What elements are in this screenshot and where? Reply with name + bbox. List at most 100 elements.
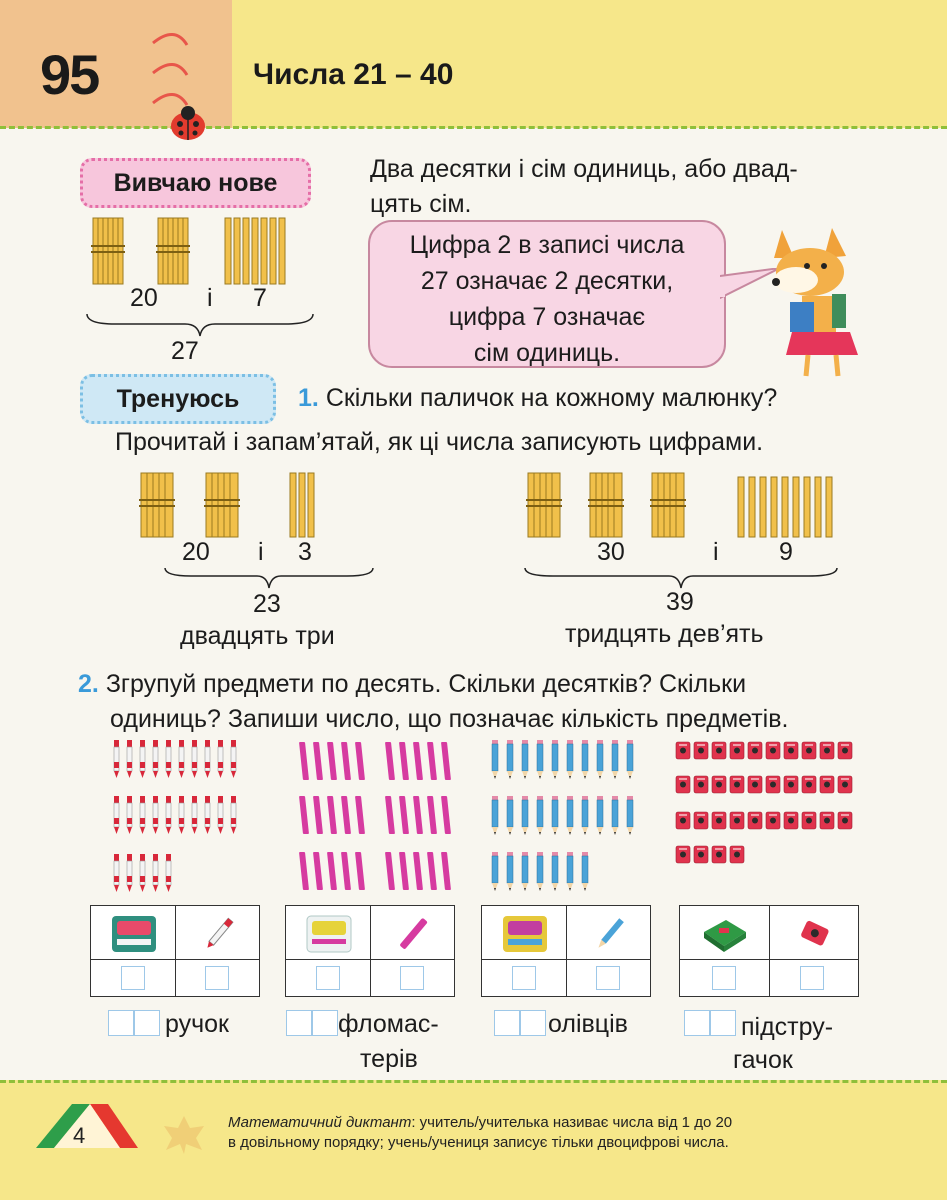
- ten-stick-bundle: [526, 472, 562, 538]
- bubble-tail: [720, 268, 781, 300]
- header-band: [0, 0, 947, 128]
- pencils-row-3: [491, 851, 589, 892]
- fox-mascot-icon: [772, 228, 858, 377]
- tens-answer-box[interactable]: [512, 966, 536, 990]
- markers-tens-input[interactable]: [286, 1010, 312, 1036]
- pens-row-1: [113, 739, 237, 779]
- pens-ones-input[interactable]: [134, 1010, 160, 1036]
- ones-answer-box[interactable]: [800, 966, 824, 990]
- pens-row-2: [113, 795, 237, 835]
- left-words: двадцять три: [180, 622, 335, 650]
- learn-tens-label: 20: [130, 284, 158, 312]
- pack-of-ten-icon: [704, 920, 746, 952]
- pencil-icon: [598, 918, 624, 948]
- single-sticks-3: [289, 472, 315, 538]
- answer-table-sharpeners: [679, 905, 859, 997]
- sharpeners-row-2: [675, 775, 853, 794]
- ones-answer-box[interactable]: [400, 966, 424, 990]
- sharpeners-row-3: [675, 811, 853, 830]
- roof-tab-icon: [36, 1104, 138, 1148]
- sharpeners-tens-input[interactable]: [684, 1010, 710, 1036]
- sharpeners-label-1: підстру-: [741, 1013, 834, 1041]
- footer-band: [0, 1080, 947, 1200]
- markers-row-1: [299, 742, 451, 780]
- answer-table-pens: [90, 905, 260, 997]
- learn-brace: [86, 313, 314, 337]
- footer-note-line2: в довільному порядку; учень/учениця запи…: [228, 1134, 729, 1151]
- ex1-text: Скільки паличок на кожному малюнку?: [325, 384, 778, 412]
- ex2-text1: Згрупуй предмети по десять. Скільки деся…: [105, 670, 747, 698]
- ex2-line2: одиниць? Запиши число, що позначає кільк…: [110, 705, 789, 733]
- ten-stick-bundle: [139, 472, 175, 538]
- ten-stick-bundle: [204, 472, 240, 538]
- pencils-tens-input[interactable]: [494, 1010, 520, 1036]
- sticks-group-39: [526, 472, 833, 538]
- right-brace: [524, 567, 838, 589]
- markers-label-2: терів: [360, 1045, 418, 1073]
- footer-note-italic: Математичний диктант: [228, 1114, 412, 1131]
- learn-total: 27: [171, 337, 199, 365]
- bubble-line1: Цифра 2 в записі числа: [409, 231, 685, 259]
- sharpener-icon: [801, 920, 829, 946]
- ten-stick-bundle: [156, 217, 190, 285]
- right-tens: 30: [597, 538, 625, 566]
- left-tens: 20: [182, 538, 210, 566]
- tens-answer-box[interactable]: [712, 966, 736, 990]
- markers-label-1: фломас-: [338, 1010, 439, 1038]
- right-ones: 9: [779, 538, 793, 566]
- header-stitch: [0, 126, 947, 129]
- footer-note-line1-rest: : учитель/учителька називає числа від 1 …: [411, 1114, 733, 1131]
- tens-answer-box[interactable]: [316, 966, 340, 990]
- single-sticks-7: [224, 217, 286, 285]
- pens-group: [113, 739, 237, 893]
- learn-and-label: і: [207, 284, 213, 312]
- left-ones: 3: [298, 538, 312, 566]
- marker-icon: [400, 918, 428, 949]
- markers-row-2: [299, 796, 451, 834]
- right-and: і: [713, 538, 719, 566]
- ex2-number: 2.: [78, 670, 99, 698]
- markers-ones-input[interactable]: [312, 1010, 338, 1036]
- sharpeners-label-2: гачок: [733, 1046, 793, 1074]
- tens-answer-box[interactable]: [121, 966, 145, 990]
- pens-label: ручок: [165, 1010, 229, 1038]
- pens-row-3: [113, 853, 172, 893]
- ex1-number: 1.: [298, 384, 319, 412]
- ones-answer-box[interactable]: [596, 966, 620, 990]
- learn-ones-label: 7: [253, 284, 267, 312]
- left-brace: [164, 567, 374, 589]
- learn-badge: Вивчаю нове: [80, 158, 311, 208]
- page-number: 4: [73, 1123, 86, 1148]
- ten-stick-bundle: [91, 217, 125, 285]
- ten-stick-bundle: [588, 472, 624, 538]
- ones-answer-box[interactable]: [205, 966, 229, 990]
- pen-icon: [207, 917, 234, 948]
- single-sticks-9: [737, 476, 833, 538]
- pens-tens-input[interactable]: [108, 1010, 134, 1036]
- ex2-line1: 2. Згрупуй предмети по десять. Скільки д…: [78, 667, 746, 702]
- pencils-ones-input[interactable]: [520, 1010, 546, 1036]
- sharpeners-ones-input[interactable]: [710, 1010, 736, 1036]
- ladybug-icon: [171, 106, 205, 140]
- right-total: 39: [666, 588, 694, 616]
- pack-of-ten-icon: [112, 916, 156, 952]
- markers-group: [299, 742, 451, 890]
- sharpeners-row-4: [675, 845, 745, 864]
- left-and: і: [258, 538, 264, 566]
- practice-badge: Тренуюсь: [80, 374, 276, 424]
- pencils-row-2: [491, 795, 634, 836]
- answer-table-markers: [285, 905, 455, 997]
- page-title: Числа 21 – 40: [253, 58, 454, 91]
- sticks-group-23: [139, 472, 315, 538]
- pack-of-ten-icon: [503, 916, 547, 952]
- speech-bubble: Цифра 2 в записі числа 27 означає 2 деся…: [368, 220, 726, 368]
- leaf-icon: [164, 1116, 204, 1154]
- footer-note: Математичний диктант: учитель/учителька …: [228, 1113, 732, 1153]
- left-total: 23: [253, 590, 281, 618]
- pencils-group: [491, 739, 634, 892]
- learn-text-line2: цять сім.: [370, 190, 472, 218]
- binder-rings-icon: [152, 33, 189, 106]
- pencils-label: олівців: [548, 1010, 628, 1038]
- answer-table-pencils: [481, 905, 651, 997]
- learn-text-line1: Два десятки і сім одиниць, або двад-: [370, 155, 798, 183]
